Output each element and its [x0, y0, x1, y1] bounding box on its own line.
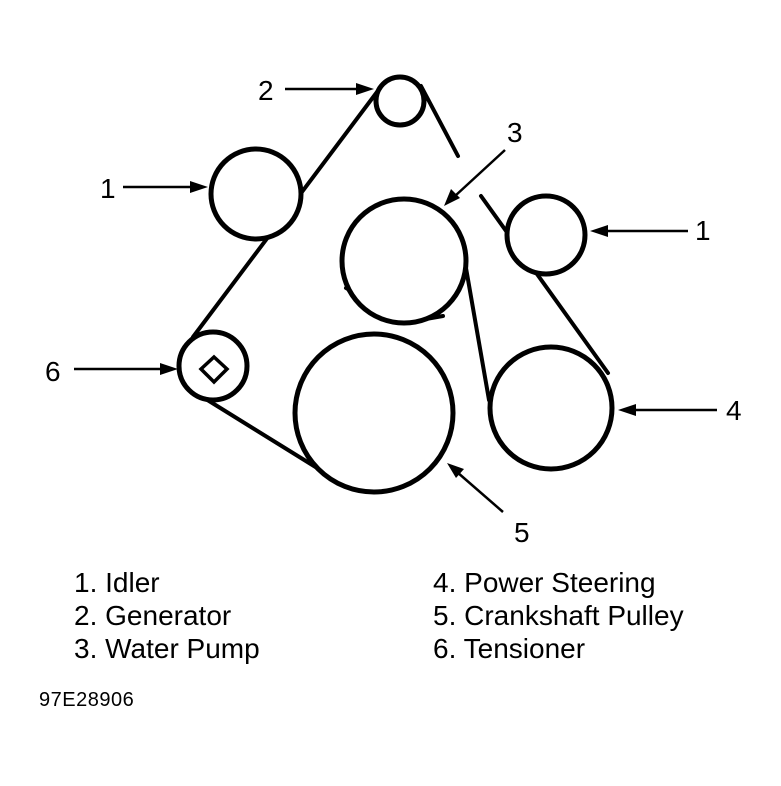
legend-label: Water Pump	[105, 633, 260, 664]
callout-arrow-water-pump	[444, 149, 506, 206]
legend-number: 4.	[433, 567, 457, 598]
generator-pulley	[373, 74, 427, 128]
legend-number: 1.	[74, 567, 98, 598]
legend-number: 2.	[74, 600, 98, 631]
water-pump-pulley	[339, 196, 469, 326]
crankshaft-pulley	[292, 331, 456, 495]
callout-arrow-tensioner	[74, 363, 178, 375]
legend-item-water-pump: 3. Water Pump	[74, 632, 260, 665]
belt-segment-tensioner-to-crankshaft	[199, 394, 324, 473]
callout-arrow-idler-left	[123, 181, 208, 193]
legend-label: Power Steering	[464, 567, 656, 598]
legend-item-generator: 2. Generator	[74, 599, 260, 632]
callout-number-power-steering: 4	[726, 395, 742, 426]
legend-label: Tensioner	[463, 633, 586, 664]
callout-arrow-power-steering	[618, 404, 717, 416]
legend-number: 6.	[433, 633, 457, 664]
legend-item-crankshaft-pulley: 5. Crankshaft Pulley	[433, 599, 684, 632]
legend-label: Crankshaft Pulley	[464, 600, 684, 631]
callout-number-crankshaft: 5	[514, 517, 530, 548]
callout-number-idler-right: 1	[695, 215, 711, 246]
callout-number-idler-left: 1	[100, 173, 116, 204]
callout-number-tensioner: 6	[45, 356, 61, 387]
tensioner-square-drive	[198, 354, 230, 385]
legend-item-power-steering: 4. Power Steering	[433, 566, 684, 599]
callout-arrow-crankshaft	[447, 463, 504, 513]
legend-item-idler: 1. Idler	[74, 566, 260, 599]
legend-item-tensioner: 6. Tensioner	[433, 632, 684, 665]
callout-number-water-pump: 3	[507, 117, 523, 148]
belt-segment-water-pump-to-power-steering	[464, 266, 491, 402]
tensioner-pulley	[176, 329, 250, 403]
callout-arrow-idler-right	[590, 225, 688, 237]
legend-right-column: 4. Power Steering 5. Crankshaft Pulley 6…	[433, 566, 684, 665]
figure-code: 97E28906	[39, 689, 135, 711]
idler-pulley-right	[504, 193, 588, 277]
idler-pulley-left	[208, 146, 304, 242]
legend-label: Idler	[105, 567, 160, 598]
callout-number-generator: 2	[258, 75, 274, 106]
legend-number: 3.	[74, 633, 98, 664]
belt-segment-generator-to-gap	[419, 84, 460, 158]
legend-number: 5.	[433, 600, 457, 631]
callout-arrow-generator	[285, 83, 374, 95]
legend-label: Generator	[105, 600, 232, 631]
legend-left-column: 1. Idler 2. Generator 3. Water Pump	[74, 566, 260, 665]
power-steering-pulley	[487, 344, 615, 472]
belt-segment-gap-to-power-steering	[479, 194, 610, 375]
